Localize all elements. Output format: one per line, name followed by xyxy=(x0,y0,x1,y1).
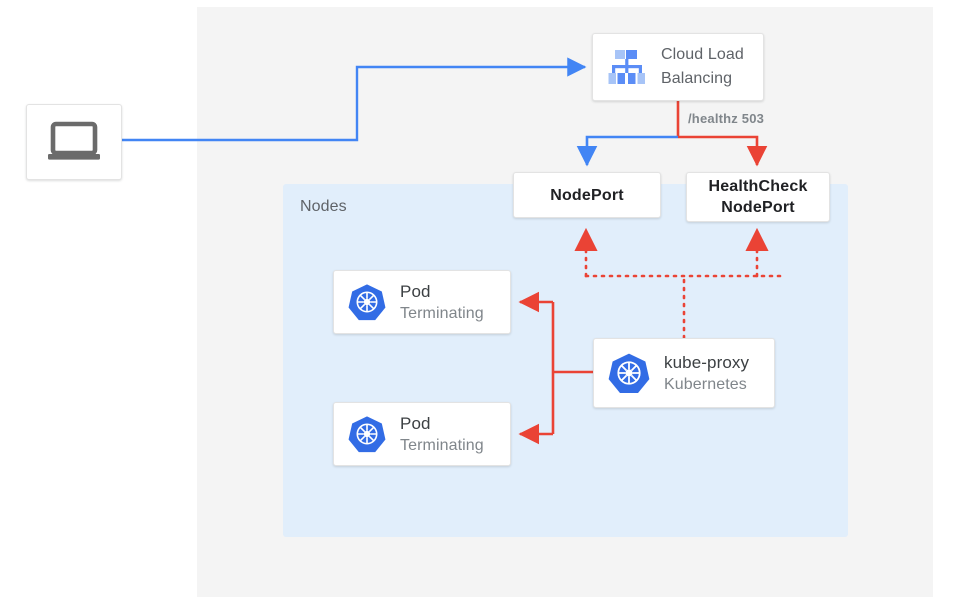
pod-text: Pod Terminating xyxy=(400,280,484,325)
pod-card: Pod Terminating xyxy=(333,402,511,466)
kubernetes-icon xyxy=(348,416,386,453)
cloud-load-balancing-inner: Cloud Load Balancing xyxy=(593,34,763,100)
pod-card: Pod Terminating xyxy=(333,270,511,334)
pod-text: Pod Terminating xyxy=(400,412,484,457)
client-device-card xyxy=(26,104,122,180)
healthcheck-nodeport-card: HealthCheck NodePort xyxy=(686,172,830,222)
client-device-inner xyxy=(27,105,121,179)
kube-proxy-inner: kube-proxy Kubernetes xyxy=(594,339,774,407)
kube-proxy-text: kube-proxy Kubernetes xyxy=(664,351,749,396)
pod-status: Terminating xyxy=(400,436,484,454)
kube-proxy-subtitle: Kubernetes xyxy=(664,375,747,393)
pod-name: Pod xyxy=(400,413,431,433)
pod-inner: Pod Terminating xyxy=(334,403,510,465)
healthcheck-nodeport-line2: NodePort xyxy=(721,199,795,216)
cloud-load-balancing-line2: Balancing xyxy=(661,70,733,87)
pod-inner: Pod Terminating xyxy=(334,271,510,333)
laptop-icon xyxy=(48,121,100,160)
cloud-load-balancing-card: Cloud Load Balancing xyxy=(592,33,764,101)
kubernetes-icon xyxy=(348,284,386,321)
nodes-group-label: Nodes xyxy=(300,198,347,215)
cloud-load-balancing-text: Cloud Load Balancing xyxy=(661,43,744,91)
kube-proxy-card: kube-proxy Kubernetes xyxy=(593,338,775,408)
healthcheck-nodeport-label: HealthCheck NodePort xyxy=(708,176,807,218)
health-probe-label: /healthz 503 xyxy=(688,111,765,126)
nodeport-label: NodePort xyxy=(550,186,624,204)
kubernetes-icon xyxy=(608,353,650,394)
cloud-load-balancing-icon xyxy=(608,50,645,84)
nodeport-inner: NodePort xyxy=(514,173,660,217)
kube-proxy-name: kube-proxy xyxy=(664,352,750,372)
healthcheck-nodeport-line1: HealthCheck xyxy=(708,178,808,195)
healthcheck-nodeport-inner: HealthCheck NodePort xyxy=(687,173,829,221)
pod-status: Terminating xyxy=(400,304,484,322)
pod-name: Pod xyxy=(400,281,431,301)
cloud-load-balancing-line1: Cloud Load xyxy=(661,46,744,63)
nodeport-card: NodePort xyxy=(513,172,661,218)
